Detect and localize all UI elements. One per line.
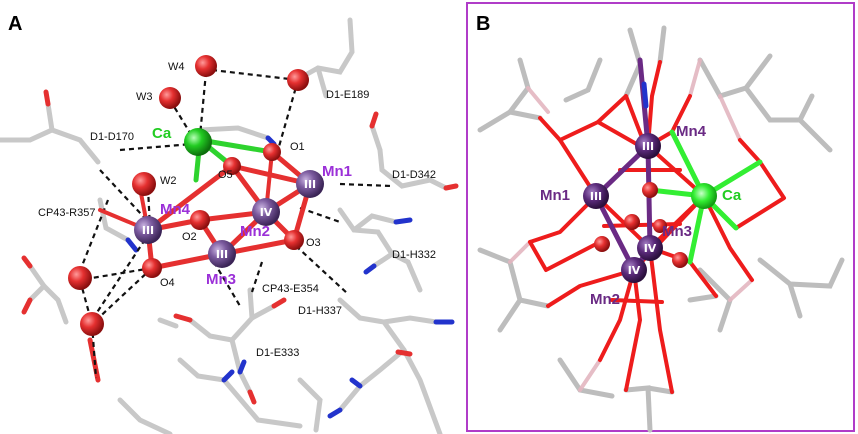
panel-b-border — [466, 2, 855, 432]
label-d1-e333: D1-E333 — [256, 347, 299, 359]
label-w2: W2 — [160, 175, 177, 187]
label-d1-d170: D1-D170 — [90, 131, 134, 143]
oxygen-o3 — [284, 230, 304, 250]
label-o1: O1 — [290, 141, 305, 153]
label-d1-h337: D1-H337 — [298, 305, 342, 317]
mn3-oxidation-a: III — [216, 248, 228, 261]
label-mn2-b: Mn2 — [590, 291, 620, 308]
oxygen-e189 — [287, 69, 309, 91]
label-ca-b: Ca — [722, 187, 742, 204]
label-mn3-b: Mn3 — [662, 223, 692, 240]
label-cp43-r357: CP43-R357 — [38, 207, 95, 219]
label-mn1-a: Mn1 — [322, 163, 352, 180]
label-ca-a: Ca — [152, 125, 172, 142]
panel-a-letter: A — [8, 13, 22, 35]
mn1-oxidation-a: III — [304, 178, 316, 191]
label-mn4-b: Mn4 — [676, 123, 707, 140]
hydrogen-bonds-a — [76, 68, 393, 379]
label-mn1-b: Mn1 — [540, 187, 570, 204]
calcium-atom-b — [691, 183, 717, 209]
label-o2: O2 — [182, 231, 197, 243]
mn1-oxidation-b: III — [590, 190, 602, 203]
label-w4: W4 — [168, 61, 185, 73]
panel-b: B — [466, 2, 855, 433]
oxygen-atoms-a — [68, 55, 309, 336]
labels-b: Mn4 Mn1 Ca Mn3 Mn2 — [540, 123, 742, 308]
label-d1-e189: D1-E189 — [326, 89, 369, 101]
mn3-atom-b — [637, 235, 663, 261]
water-w3 — [159, 87, 181, 109]
mn3-oxidation-b: IV — [644, 242, 657, 255]
oxygen-atoms-b — [594, 182, 688, 268]
mn2-atom-b — [621, 257, 647, 283]
label-o3: O3 — [306, 237, 321, 249]
oxygen-o1 — [263, 143, 281, 161]
water-w2 — [132, 172, 156, 196]
calcium-atom-a — [184, 128, 212, 156]
label-mn3-a: Mn3 — [206, 271, 236, 288]
pinkish-sticks-b — [508, 58, 754, 392]
heteroatom-sticks-a — [21, 89, 459, 419]
residue-sticks-a — [0, 17, 449, 434]
water-w1 — [68, 266, 92, 290]
oxygen-o5 — [223, 157, 241, 175]
nitrogen-sticks-b — [641, 81, 649, 109]
mn2-oxidation-a: IV — [260, 206, 273, 219]
oxygen-o2 — [190, 210, 210, 230]
oxygen-b-2 — [624, 214, 640, 230]
mn3-atom-a — [208, 240, 236, 268]
mn2-atom-a — [252, 198, 280, 226]
water-lower — [80, 312, 104, 336]
manganese-atoms-b: III III IV IV — [583, 133, 663, 283]
panel-a: A — [0, 13, 459, 434]
water-w4 — [195, 55, 217, 77]
oxygen-b-5 — [653, 219, 667, 233]
mn1-atom-a — [296, 170, 324, 198]
label-cp43-e354: CP43-E354 — [262, 283, 319, 295]
mn1-atom-b — [583, 183, 609, 209]
panel-b-letter: B — [476, 13, 490, 35]
label-o5: O5 — [218, 169, 233, 181]
oxygen-o4 — [142, 258, 162, 278]
label-d1-d342: D1-D342 — [392, 169, 436, 181]
mn4-oxidation-b: III — [642, 140, 654, 153]
manganese-atoms-a: III IV III III — [134, 170, 324, 268]
label-w3: W3 — [136, 91, 153, 103]
label-mn4-a: Mn4 — [160, 201, 191, 218]
label-d1-h332: D1-H332 — [392, 249, 436, 261]
labels-a: W4 W3 D1-E189 D1-D170 Ca O1 Mn1 D1-D342 … — [38, 61, 436, 359]
oxygen-b-3 — [594, 236, 610, 252]
mn2-oxidation-b: IV — [628, 264, 641, 277]
mn4-atom-b — [635, 133, 661, 159]
label-o4: O4 — [160, 277, 175, 289]
oxygen-b-4 — [672, 252, 688, 268]
label-mn2-a: Mn2 — [240, 223, 270, 240]
mn4-atom-a — [134, 216, 162, 244]
mn4-oxidation-a: III — [142, 224, 154, 237]
oxygen-b-1 — [642, 182, 658, 198]
